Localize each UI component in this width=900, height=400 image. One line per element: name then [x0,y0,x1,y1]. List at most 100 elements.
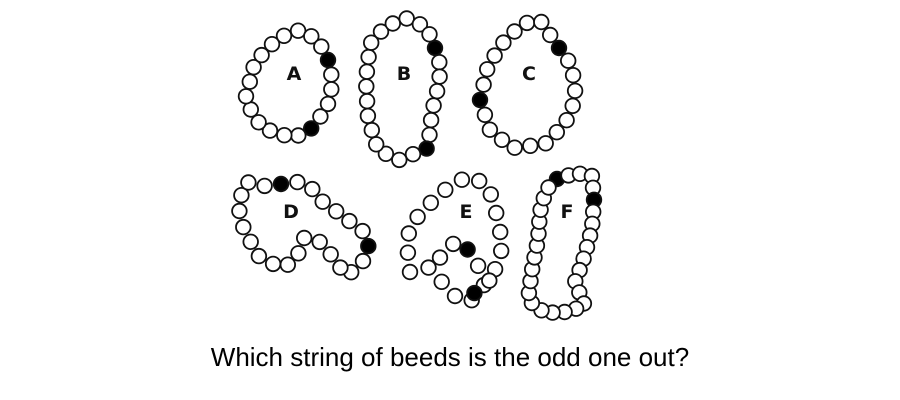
white-bead [537,135,554,152]
white-bead [488,204,505,222]
white-bead [242,233,259,251]
white-bead [276,126,293,144]
white-bead [358,78,375,95]
white-bead [560,52,577,69]
bead-string-b[interactable]: B [358,10,448,169]
white-bead [506,139,523,156]
white-bead [399,244,417,261]
white-bead [363,121,381,139]
white-bead [422,111,440,129]
white-bead [323,81,340,98]
black-bead [550,39,568,57]
white-bead [231,202,248,220]
bead-string-d[interactable]: D [231,173,377,281]
string-label-b: B [397,63,411,85]
string-label-c: C [522,63,536,85]
white-bead [359,107,377,125]
black-bead [459,241,476,258]
white-bead [566,82,584,100]
white-bead [290,127,307,144]
black-bead [319,51,337,69]
bead-string-c[interactable]: C [471,13,584,156]
white-bead [533,13,550,31]
white-bead [245,58,262,76]
white-bead [431,249,449,266]
white-bead [437,181,454,199]
black-bead [466,284,483,302]
white-bead [445,235,462,253]
string-label-a: A [287,63,302,85]
white-bead [411,16,429,33]
bead-string-f[interactable]: F [520,165,603,321]
black-bead [303,120,320,137]
white-bead [384,15,402,32]
white-bead [471,172,488,190]
white-bead [263,36,281,53]
white-bead [303,28,320,45]
white-bead [506,23,523,40]
white-bead [360,48,377,66]
white-bead [328,203,345,220]
white-bead [522,137,539,155]
white-bead [289,173,306,191]
black-bead [418,140,435,157]
white-bead [250,114,267,131]
white-bead [564,97,581,115]
white-bead [237,88,255,105]
white-bead [540,179,557,196]
white-bead [332,259,349,276]
white-bead [400,225,418,242]
white-bead [420,259,437,276]
white-bead [486,47,503,64]
white-bead [476,106,494,124]
white-bead [431,68,448,85]
question-text: Which string of beeds is the odd one out… [210,342,690,372]
white-bead [323,66,340,83]
white-bead [433,273,450,291]
white-bead [558,111,575,129]
white-bead [548,123,566,141]
white-bead [358,92,376,110]
white-bead [358,63,376,80]
white-bead [319,95,337,113]
white-bead [481,272,498,289]
white-bead [482,186,500,203]
white-bead [421,26,438,43]
white-bead [235,218,252,236]
white-bead [401,263,419,281]
white-bead [493,242,510,260]
white-bead [493,131,511,149]
white-bead [253,46,270,64]
white-bead [492,223,509,241]
white-bead [354,252,372,270]
white-bead [518,14,536,32]
white-bead [425,97,442,114]
white-bead [363,34,380,51]
white-bead [296,229,313,247]
white-bead [391,151,408,169]
white-bead [422,194,440,212]
white-bead [469,257,487,275]
white-bead [372,23,390,40]
bead-string-a[interactable]: A [237,22,340,144]
white-bead [261,122,279,139]
white-bead [311,233,328,251]
white-bead [341,212,358,230]
white-bead [304,180,321,198]
bead-string-e[interactable]: E [399,171,510,309]
white-bead [475,76,492,93]
white-bead [377,145,395,163]
white-bead [421,126,438,144]
white-bead [428,82,446,100]
white-bead [479,61,496,78]
white-bead [368,136,385,153]
white-bead [264,255,282,273]
white-bead [233,186,250,204]
white-bead [481,121,499,138]
white-bead [290,245,307,262]
white-bead [564,66,582,84]
white-bead [250,247,268,265]
white-bead [409,208,426,226]
